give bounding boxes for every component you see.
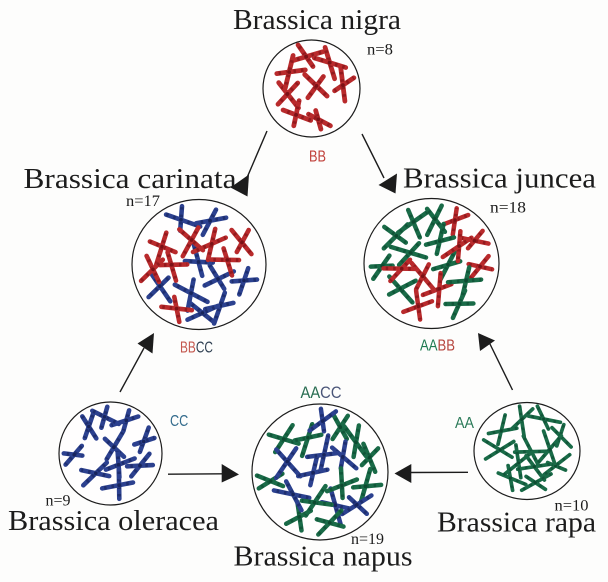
svg-text:n=19: n=19 <box>351 531 384 548</box>
svg-text:AABB: AABB <box>420 338 455 355</box>
svg-text:AA: AA <box>455 415 474 432</box>
svg-text:n=9: n=9 <box>46 493 71 510</box>
svg-text:BBCC: BBCC <box>180 340 213 357</box>
svg-text:Brassica oleracea: Brassica oleracea <box>8 506 219 537</box>
svg-text:Brassica juncea: Brassica juncea <box>403 164 596 195</box>
svg-text:n=10: n=10 <box>555 498 589 515</box>
svg-text:Brassica nigra: Brassica nigra <box>233 5 401 36</box>
svg-text:Brassica napus: Brassica napus <box>234 542 413 573</box>
svg-text:AACC: AACC <box>301 383 342 402</box>
svg-text:n=18: n=18 <box>490 200 526 217</box>
svg-text:n=8: n=8 <box>367 42 393 59</box>
svg-text:CC: CC <box>170 413 188 430</box>
svg-text:n=17: n=17 <box>126 193 160 210</box>
svg-text:BB: BB <box>309 149 326 166</box>
svg-text:Brassica carinata: Brassica carinata <box>24 164 237 195</box>
